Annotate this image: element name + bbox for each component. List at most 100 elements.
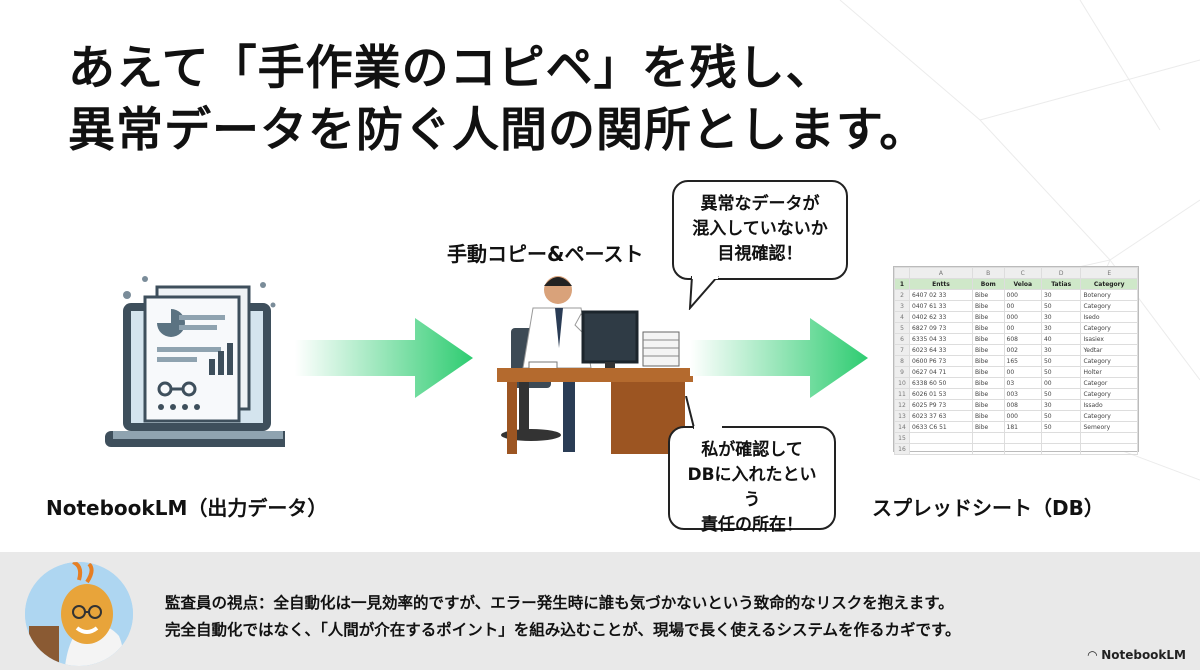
notebooklm-logo-icon: ◠ [1087,648,1097,662]
sheet-cell [1080,432,1138,444]
sheet-cell: 000 [1003,311,1042,323]
arrow-right-icon [690,318,868,398]
speech-bubble-tail [685,396,722,430]
sheet-cell: 00 [1003,366,1042,378]
sheet-cell: 0402 62 33 [909,311,973,323]
sheet-cell: 165 [1003,355,1042,367]
commentary-line-1: 監査員の視点：全自動化は一見効率的ですが、エラー発生時に誰も気づかないという致命… [165,594,954,612]
sheet-cell: 6335 04 33 [909,333,973,345]
sheet-cell: 008 [1003,399,1042,411]
sheet-cell: Category [1080,410,1138,422]
sheet-cell: 50 [1040,410,1082,422]
sheet-cell: Bibe [971,300,1005,312]
sheet-cell: 000 [1003,410,1042,422]
sheet-cell: Issado [1080,399,1138,411]
speech-bubble-tail [688,276,719,310]
sheet-cell: D [1040,267,1082,279]
sheet-cell [1040,443,1082,455]
sheet-cell: 00 [1040,377,1082,389]
sheet-cell: 7 [894,344,910,356]
sheet-cell: Bibe [971,344,1005,356]
sheet-cell: Bibe [971,410,1005,422]
sheet-cell: Bibe [971,377,1005,389]
sheet-cell: Holter [1080,366,1138,378]
sheet-cell: 5 [894,322,910,334]
sheet-cell: 12 [894,399,910,411]
sheet-cell: Isasiex [1080,333,1138,345]
sheet-cell: 30 [1040,344,1082,356]
sheet-cell: Category [1080,388,1138,400]
sheet-cell: 003 [1003,388,1042,400]
sheet-cell [1003,432,1042,444]
sheet-cell: 002 [1003,344,1042,356]
sheet-cell: Category [1080,322,1138,334]
sheet-cell: 50 [1040,355,1082,367]
sheet-cell [1003,443,1042,455]
sheet-cell: Category [1080,355,1138,367]
sheet-cell: 00 [1003,322,1042,334]
sheet-cell: Isedo [1080,311,1138,323]
sheet-cell: 30 [1040,289,1082,301]
sheet-cell: 50 [1040,388,1082,400]
sheet-cell: B [971,267,1005,279]
sheet-cell: 03 [1003,377,1042,389]
sheet-row: 15 [894,432,1138,444]
sheet-cell: 13 [894,410,910,422]
sheet-cell: 6025 P9 73 [909,399,973,411]
page-title: あえて「手作業のコピペ」を残し、 異常データを防ぐ人間の関所とします。 [68,38,1068,162]
bubble-line: 目視確認！ [717,244,803,264]
sheet-cell: Bibe [971,355,1005,367]
sheet-cell: A [909,267,973,279]
action-label: 手動コピー&ペースト [447,242,644,266]
sheet-cell: 8 [894,355,910,367]
bubble-line: 責任の所在！ [701,515,803,535]
sheet-cell: 15 [894,432,910,444]
sheet-cell: 4 [894,311,910,323]
sheet-cell: C [1003,267,1042,279]
sheet-cell: Veloa [1003,278,1042,290]
bubble-line: DBに入れたという [687,465,817,510]
sheet-cell [971,432,1005,444]
sheet-cell: 50 [1040,300,1082,312]
sheet-cell: 30 [1040,322,1082,334]
sheet-cell: 6 [894,333,910,345]
speech-bubble-check: 異常なデータが 混入していないか 目視確認！ [672,180,848,280]
sheet-cell: 1 [894,278,910,290]
sheet-cell: Bibe [971,311,1005,323]
sheet-cell: Category [1080,278,1138,290]
sheet-cell: 0633 C6 51 [909,421,973,433]
fried-shrimp-character-icon [25,562,133,666]
sheet-cell: 6407 02 33 [909,289,973,301]
sheet-cell: Bibe [971,366,1005,378]
sheet-cell [1040,432,1082,444]
sheet-row: 16 [894,443,1138,455]
sheet-cell: 00 [1003,300,1042,312]
sheet-cell: 181 [1003,421,1042,433]
sheet-cell: 30 [1040,311,1082,323]
sheet-cell: Bibe [971,289,1005,301]
sheet-cell [909,443,973,455]
source-label: NotebookLM（出力データ） [46,496,328,520]
sheet-cell: 30 [1040,399,1082,411]
sheet-cell: 14 [894,421,910,433]
title-line-1: あえて「手作業のコピペ」を残し、 [68,41,834,96]
sheet-cell: 6026 01 53 [909,388,973,400]
sheet-cell: 6023 37 63 [909,410,973,422]
brand-label: NotebookLM [1101,648,1186,662]
sheet-cell: 16 [894,443,910,455]
sheet-cell [971,443,1005,455]
sheet-cell: 50 [1040,421,1082,433]
